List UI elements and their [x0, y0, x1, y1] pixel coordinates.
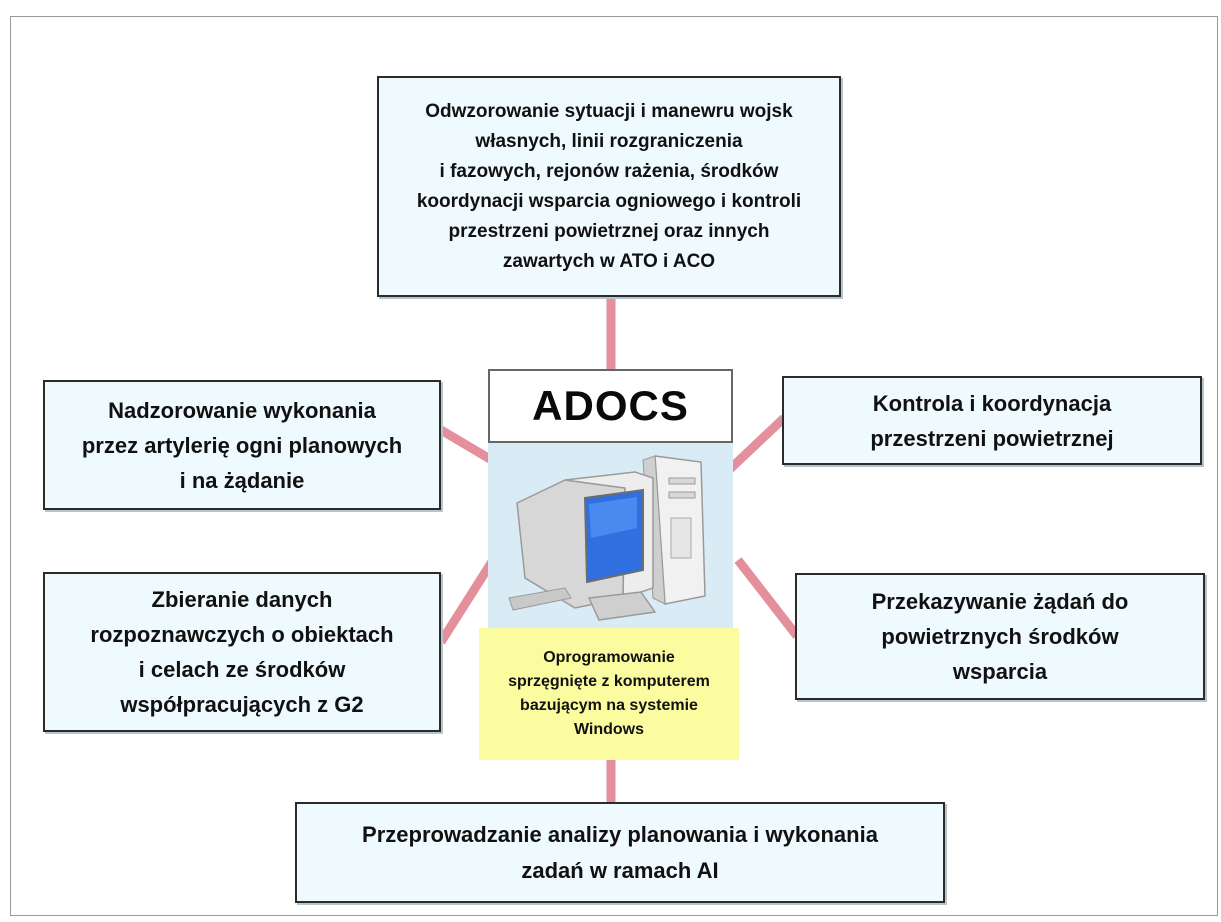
- connector-bottom-right: [734, 557, 801, 639]
- node-situation-mapping-text: Odwzorowanie sytuacji i manewru wojsk wł…: [416, 100, 802, 272]
- adocs-title: ADOCS: [488, 369, 733, 443]
- software-caption: Oprogramowanie sprzęgnięte z komputerem …: [479, 628, 739, 760]
- node-planning-analysis: Przeprowadzanie analizy planowania i wyk…: [295, 802, 945, 903]
- node-airspace-control: Kontrola i koordynacja przestrzeni powie…: [782, 376, 1202, 465]
- connector-top-right: [725, 414, 788, 474]
- node-situation-mapping: Odwzorowanie sytuacji i manewru wojsk wł…: [377, 76, 841, 297]
- node-recon-data-collection-text: Zbieranie danych rozpoznawczych o obiekt…: [90, 587, 394, 717]
- node-planning-analysis-text: Przeprowadzanie analizy planowania i wyk…: [362, 821, 878, 883]
- node-artillery-supervision-text: Nadzorowanie wykonania przez artylerię o…: [81, 397, 403, 493]
- computer-illustration: [508, 455, 706, 621]
- software-caption-text: Oprogramowanie sprzęgnięte z komputerem …: [508, 649, 710, 738]
- connector-bottom-left: [437, 557, 497, 645]
- node-airspace-control-text: Kontrola i koordynacja przestrzeni powie…: [870, 390, 1114, 451]
- connector-top-left: [438, 426, 498, 466]
- node-artillery-supervision: Nadzorowanie wykonania przez artylerię o…: [43, 380, 441, 510]
- node-air-support-requests: Przekazywanie żądań do powietrznych środ…: [795, 573, 1205, 700]
- node-air-support-requests-text: Przekazywanie żądań do powietrznych środ…: [871, 589, 1129, 684]
- node-recon-data-collection: Zbieranie danych rozpoznawczych o obiekt…: [43, 572, 441, 732]
